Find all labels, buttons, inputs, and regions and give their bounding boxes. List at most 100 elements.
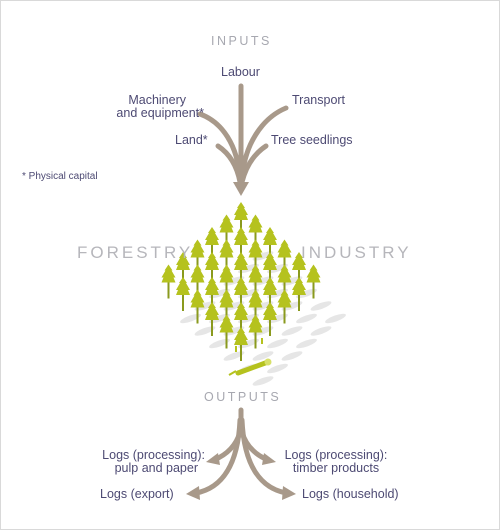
tree-icon xyxy=(277,239,292,274)
label-logs-household: Logs (household) xyxy=(302,487,399,501)
tree-icon xyxy=(190,264,205,299)
tree-icon xyxy=(205,302,219,336)
label-tree-seedlings: Tree seedlings xyxy=(271,133,353,147)
tree-shadow xyxy=(180,313,201,324)
tree-icon xyxy=(219,264,234,299)
tree-icon xyxy=(176,277,190,311)
tree-shadow xyxy=(209,288,230,299)
tree-shadow xyxy=(252,251,274,261)
arrow-head-pulp xyxy=(206,453,220,465)
label-machinery: Machinery and equipment* xyxy=(100,94,204,120)
label-timber-line2: timber products xyxy=(292,461,380,475)
tree-shadow xyxy=(194,301,216,311)
label-land: Land* xyxy=(175,133,208,147)
tree-icon xyxy=(263,302,277,336)
tree-icon xyxy=(234,327,248,361)
tree-shadow xyxy=(238,313,259,324)
tree-icon xyxy=(205,227,219,261)
tree-shadow xyxy=(281,276,303,286)
tree-icon xyxy=(234,227,248,261)
tree-grid xyxy=(161,202,321,361)
tree-icon xyxy=(277,264,292,299)
label-logs-export: Logs (export) xyxy=(100,487,174,501)
tree-shadow xyxy=(267,288,288,299)
footnote-physical-capital: * Physical capital xyxy=(22,171,98,182)
label-industry: INDUSTRY xyxy=(301,243,412,262)
tree-shadow xyxy=(310,301,332,311)
tree-icon xyxy=(219,314,234,349)
tree-icon xyxy=(277,289,292,324)
tree-icon xyxy=(263,252,277,286)
tree-icon xyxy=(248,239,263,274)
tree-shadow xyxy=(223,301,245,311)
log-icon xyxy=(228,338,272,376)
label-machinery-line1: Machinery xyxy=(128,93,186,107)
tree-icon xyxy=(248,264,263,299)
tree-icon xyxy=(234,302,248,336)
outputs-heading: OUTPUTS xyxy=(204,390,282,404)
tree-icon xyxy=(205,277,219,311)
tree-shadow xyxy=(209,338,230,349)
tree-shadow xyxy=(238,288,259,299)
tree-icon xyxy=(190,239,205,274)
tree-icon xyxy=(292,277,306,311)
label-pulp-line2: pulp and paper xyxy=(114,461,198,475)
tree-shadow xyxy=(281,301,303,311)
tree-shadows xyxy=(180,251,346,386)
arrow-head-timber xyxy=(262,453,276,465)
tree-icon xyxy=(190,289,205,324)
arrow-seedlings xyxy=(239,143,269,185)
tree-shadow xyxy=(310,326,332,336)
arrow-land xyxy=(215,143,243,185)
tree-icon xyxy=(219,239,234,274)
tree-shadow xyxy=(296,313,317,324)
tree-icon xyxy=(234,252,248,286)
arrow-head-household xyxy=(282,486,296,500)
tree-icon xyxy=(292,252,306,286)
tree-icon xyxy=(219,214,234,249)
tree-shadow xyxy=(223,351,245,361)
arrow-household xyxy=(239,417,289,496)
tree-shadow xyxy=(238,338,259,349)
tree-shadow xyxy=(325,313,346,324)
tree-shadow xyxy=(238,263,259,274)
tree-shadow xyxy=(209,313,230,324)
arrow-head-inputs xyxy=(233,182,249,196)
tree-icon xyxy=(263,227,277,261)
tree-icon xyxy=(161,264,176,299)
tree-shadow xyxy=(194,326,216,336)
tree-shadow xyxy=(267,263,288,274)
tree-shadow xyxy=(252,301,274,311)
tree-icon xyxy=(234,202,248,236)
tree-shadow xyxy=(281,326,303,336)
label-machinery-line2: and equipment* xyxy=(116,106,204,120)
label-transport: Transport xyxy=(292,93,346,107)
arrow-head-export xyxy=(186,486,200,500)
tree-shadow xyxy=(267,313,288,324)
arrow-export xyxy=(193,417,243,496)
label-timber-line1: Logs (processing): xyxy=(284,448,388,462)
tree-shadow xyxy=(267,338,288,349)
arrow-transport xyxy=(239,105,289,183)
tree-shadow xyxy=(252,276,274,286)
label-pulp-line1: Logs (processing): xyxy=(102,448,205,462)
tree-icon xyxy=(219,289,234,324)
tree-icon xyxy=(234,277,248,311)
label-timber-products: Logs (processing): timber products xyxy=(278,449,394,475)
tree-shadow xyxy=(223,276,245,286)
tree-shadow xyxy=(296,338,317,349)
label-pulp-and-paper: Logs (processing): pulp and paper xyxy=(90,449,205,475)
tree-icon xyxy=(248,214,263,249)
tree-icon xyxy=(176,252,190,286)
tree-shadow xyxy=(223,326,245,336)
tree-shadow xyxy=(252,376,274,386)
label-labour: Labour xyxy=(221,65,260,79)
tree-shadow xyxy=(267,363,288,374)
tree-icon xyxy=(306,264,321,299)
tree-shadow xyxy=(252,351,274,361)
tree-icon xyxy=(263,277,277,311)
tree-shadow xyxy=(296,288,317,299)
tree-icon xyxy=(248,289,263,324)
